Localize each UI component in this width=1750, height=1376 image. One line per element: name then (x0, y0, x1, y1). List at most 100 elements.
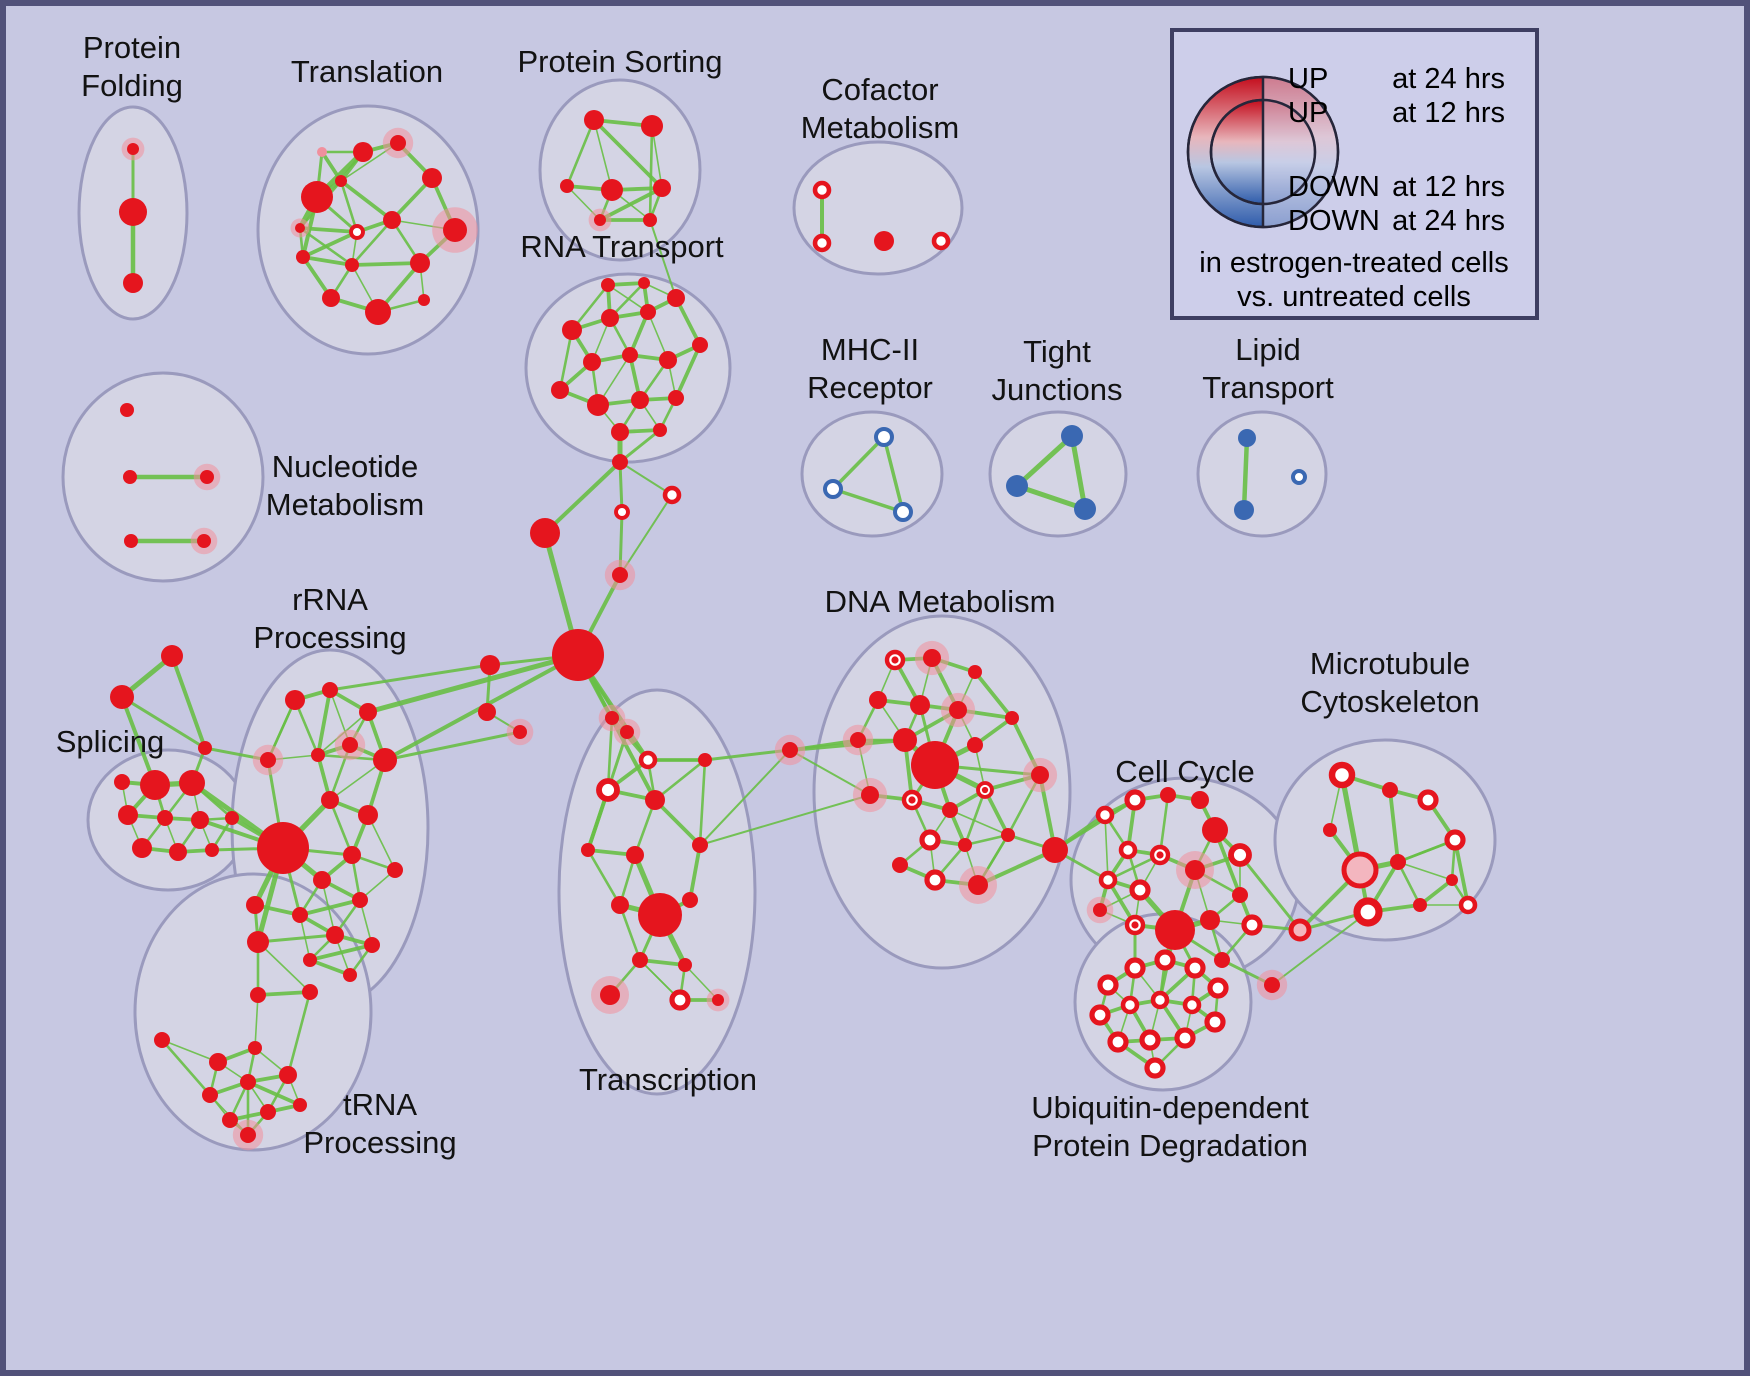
node-core-icon (911, 741, 959, 789)
network-edge (316, 688, 332, 757)
network-edge (120, 695, 207, 750)
network-node-ring (1139, 1029, 1161, 1051)
node-ring-icon (1097, 974, 1119, 996)
network-edge (949, 809, 1009, 836)
node-core-icon (191, 811, 209, 829)
network-node-red (692, 337, 708, 353)
node-core-icon (124, 534, 138, 548)
network-node-ring (1207, 977, 1229, 999)
legend-up-24-word: UP (1288, 63, 1328, 95)
node-bluering-icon (893, 502, 913, 522)
node-ring-icon (1207, 977, 1229, 999)
node-core-icon (353, 142, 373, 162)
node-core-icon (279, 1066, 297, 1084)
network-node-red (1042, 837, 1068, 863)
node-ring-icon (1184, 957, 1206, 979)
network-node-halo (914, 640, 950, 676)
node-core-icon (641, 115, 663, 137)
node-ring-icon (638, 750, 658, 770)
network-node-pink (317, 147, 327, 157)
network-node-ring (1353, 897, 1383, 927)
network-edge (383, 730, 522, 762)
network-node-red (296, 250, 310, 264)
cluster-label-ubiquitin-dependent-protein-degradation: Protein Degradation (1032, 1128, 1308, 1163)
network-node-ring (919, 829, 941, 851)
network-node-red (1191, 791, 1209, 809)
node-core-icon (157, 810, 173, 826)
network-node-red (335, 175, 347, 187)
network-node-ring (1089, 1004, 1111, 1026)
network-node-red (326, 926, 344, 944)
cluster-label-rrna-processing: rRNA (292, 582, 368, 617)
node-ring-icon (1089, 1004, 1111, 1026)
network-edge (257, 941, 311, 993)
legend-up-24-time: at 24 hrs (1392, 63, 1505, 95)
network-node-red (118, 805, 138, 825)
node-core-icon (480, 655, 500, 675)
node-ring-icon (1144, 1057, 1166, 1079)
node-core-icon (668, 390, 684, 406)
network-edge (618, 428, 662, 464)
network-node-red (562, 320, 582, 340)
network-node-red (311, 748, 325, 762)
node-ring-icon (1154, 949, 1176, 971)
cluster-label-protein-folding: Protein (83, 30, 181, 65)
node-ring-icon (919, 829, 941, 851)
node-core-icon (247, 931, 269, 953)
network-node-red (1413, 898, 1427, 912)
legend-down-12-word: DOWN (1288, 171, 1380, 203)
network-edge (699, 794, 871, 846)
network-edge (963, 833, 1010, 847)
network-edge (301, 230, 359, 259)
node-core-icon (373, 748, 397, 772)
network-edge (161, 1039, 219, 1063)
network-edge (586, 848, 622, 907)
network-node-red (667, 289, 685, 307)
node-core-icon (949, 701, 967, 719)
network-node-red (551, 381, 569, 399)
node-core-icon (692, 837, 708, 853)
network-node-red (154, 1032, 170, 1048)
network-edge (328, 798, 354, 857)
node-core-icon (892, 857, 908, 873)
network-node-red (279, 1066, 297, 1084)
legend-down-24-word: DOWN (1288, 205, 1380, 237)
network-node-red (643, 213, 657, 227)
network-node-ring (614, 504, 630, 520)
network-node-halo (193, 463, 221, 491)
node-core-icon (343, 968, 357, 982)
node-core-icon (626, 846, 644, 864)
node-ring-icon (1129, 879, 1151, 901)
node-core-icon (667, 289, 685, 307)
node-core-icon (295, 223, 305, 233)
node-core-icon (1382, 782, 1398, 798)
nodes-layer (110, 110, 1478, 1151)
cluster-label-nucleotide-metabolism: Nucleotide (272, 449, 418, 484)
node-core-icon (968, 665, 982, 679)
network-node-red (1001, 828, 1015, 842)
node-core-icon (359, 703, 377, 721)
node-core-icon (1390, 854, 1406, 870)
network-edge (350, 218, 394, 267)
node-core-icon (302, 984, 318, 1000)
node-ring-icon (662, 485, 682, 505)
network-node-red (874, 231, 894, 251)
cluster-label-mhc-ii-receptor: MHC-II (821, 332, 919, 367)
network-node-halo (252, 744, 284, 776)
node-core-icon (600, 985, 620, 1005)
network-node-ring (662, 485, 682, 505)
network-node-ring (812, 180, 832, 200)
network-node-red (968, 665, 982, 679)
network-node-red (247, 931, 269, 953)
node-ring-icon (1118, 840, 1138, 860)
node-core-icon (322, 289, 340, 307)
node-ring-icon (614, 504, 630, 520)
network-node-ring (596, 778, 620, 802)
network-node-red (285, 690, 305, 710)
cluster-label-protein-folding: Folding (81, 68, 183, 103)
network-edge (565, 118, 596, 188)
node-core-icon (605, 711, 619, 725)
network-node-red (343, 968, 357, 982)
node-core-icon (968, 875, 988, 895)
